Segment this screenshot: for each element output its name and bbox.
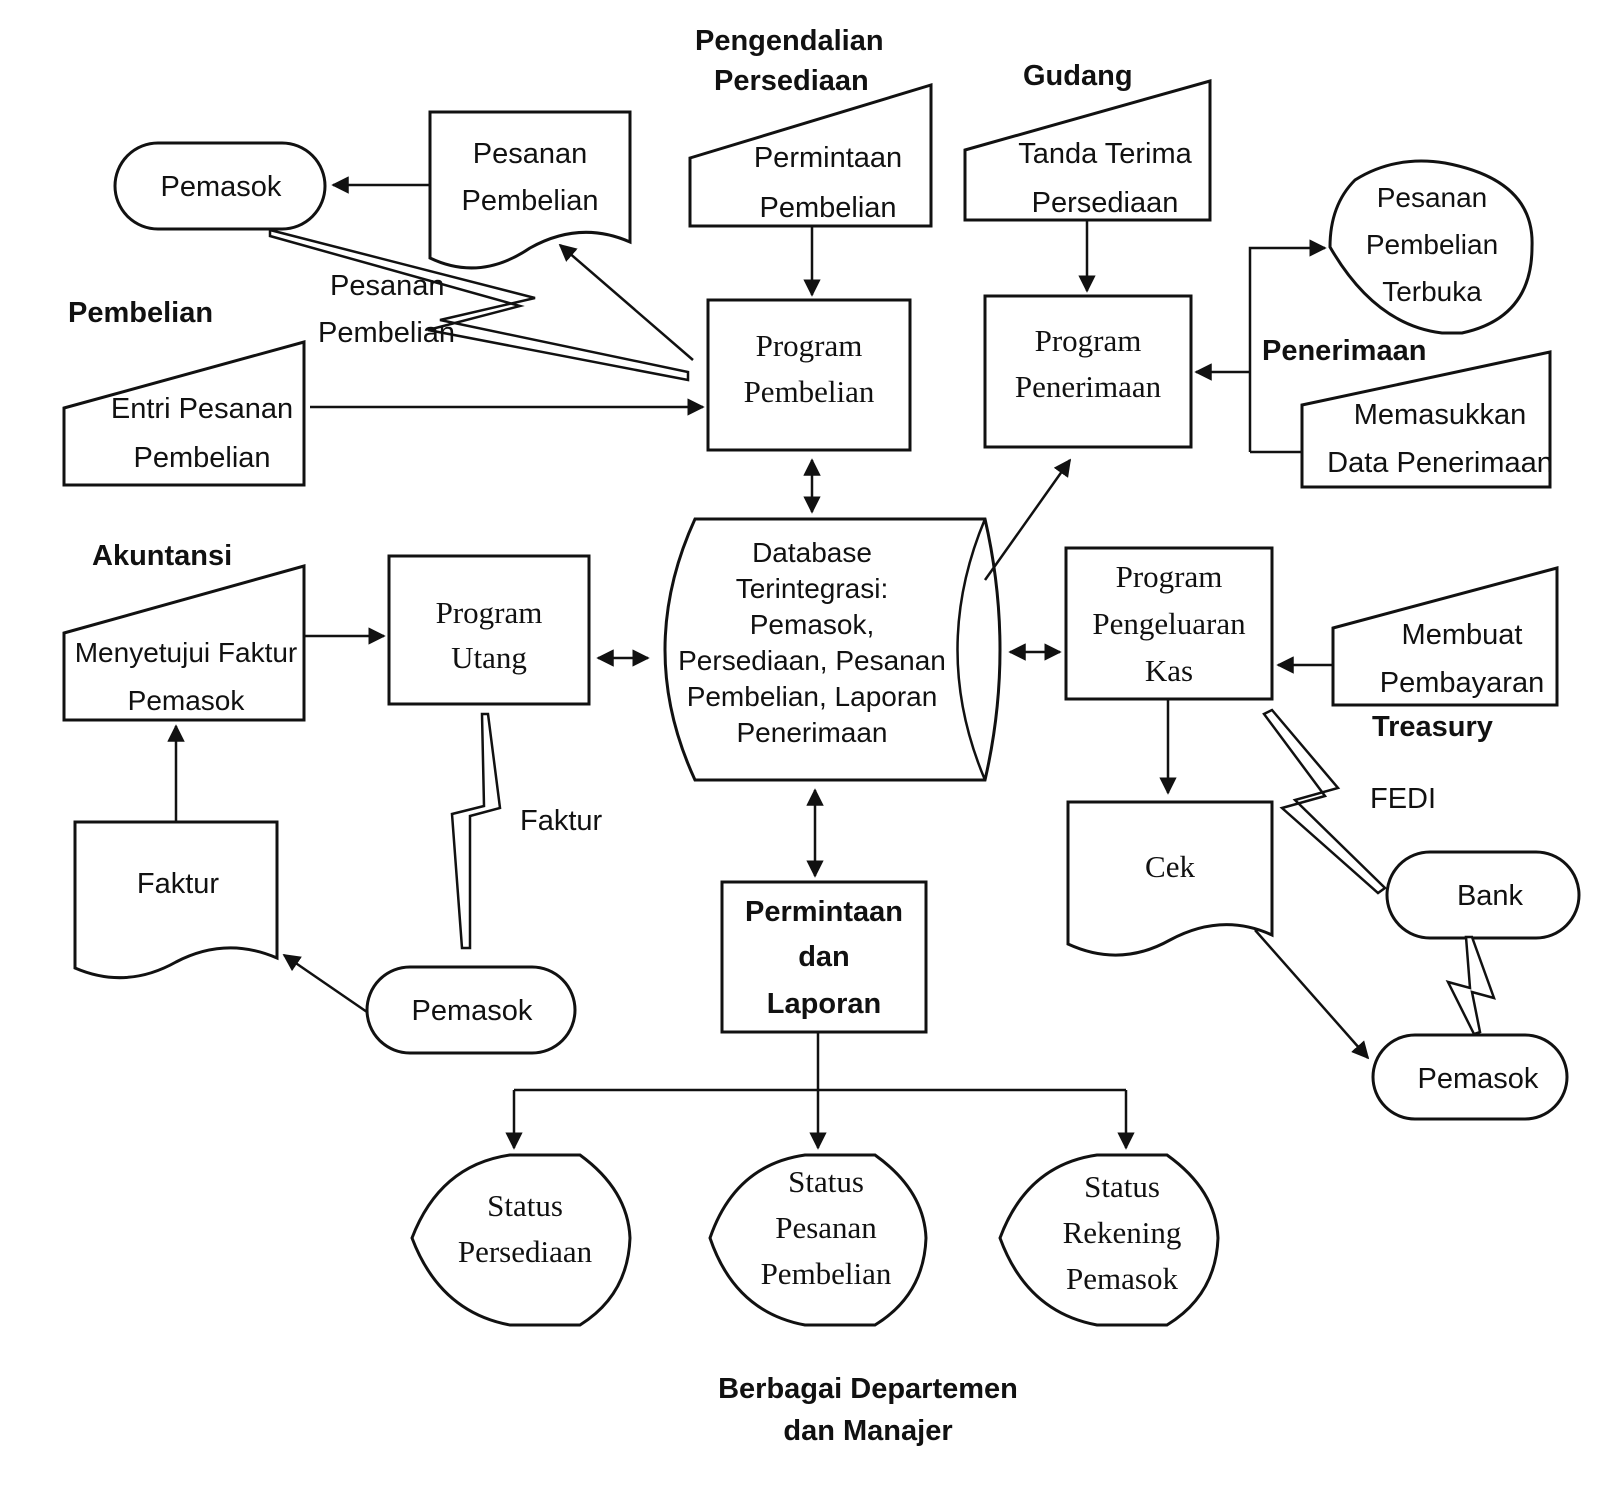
svg-text:Pembelian: Pembelian: [744, 374, 875, 409]
svg-text:Cek: Cek: [1145, 849, 1195, 884]
svg-text:Pembelian: Pembelian: [461, 185, 598, 217]
svg-text:Program: Program: [1116, 559, 1223, 594]
terminator-pemasok-left: Pemasok: [365, 965, 577, 1055]
input-permintaan-pembelian: Permintaan Pembelian: [688, 82, 933, 228]
dept-label-treasury: Treasury: [1372, 711, 1493, 743]
svg-text:Data Penerimaan: Data Penerimaan: [1327, 447, 1553, 479]
svg-text:Persediaan: Persediaan: [1032, 187, 1179, 219]
flow-label-fedi: FEDI: [1370, 783, 1436, 815]
svg-text:Pesanan: Pesanan: [1377, 182, 1488, 213]
flow-label-pesanan: Pesanan: [330, 270, 445, 302]
input-tanda-terima: Tanda Terima Persediaan: [963, 79, 1212, 222]
lightning-bank-pemasok: [1445, 935, 1496, 1036]
svg-text:Membuat: Membuat: [1402, 619, 1523, 651]
arrow-penerimaan-bracket-to-pesanan-terbuka: [1248, 239, 1327, 452]
svg-text:Terintegrasi:: Terintegrasi:: [736, 573, 889, 604]
process-program-pembelian: Program Pembelian: [706, 298, 912, 452]
flow-label-pembelian: Pembelian: [318, 317, 455, 349]
dept-label-pembelian: Pembelian: [68, 297, 213, 329]
display-status-persediaan: Status Persediaan: [410, 1153, 632, 1327]
document-cek: Cek: [1066, 800, 1274, 957]
dept-label-akuntansi: Akuntansi: [92, 540, 232, 572]
svg-text:Persediaan: Persediaan: [458, 1234, 593, 1269]
terminator-pemasok-top: Pemasok: [113, 141, 327, 231]
svg-text:Pembelian, Laporan: Pembelian, Laporan: [687, 681, 938, 712]
arrow-pembelian-to-pesanan-doc: [558, 243, 694, 361]
svg-text:Pemasok: Pemasok: [1418, 1063, 1539, 1095]
svg-text:Pembelian: Pembelian: [133, 442, 270, 474]
svg-text:Utang: Utang: [451, 640, 527, 675]
svg-text:Status: Status: [487, 1188, 563, 1223]
lightning-pesanan-pembelian: [268, 228, 690, 382]
svg-text:Rekening: Rekening: [1063, 1215, 1182, 1250]
dept-label-gudang: Gudang: [1023, 60, 1133, 92]
document-faktur: Faktur: [73, 820, 279, 980]
svg-text:Pembayaran: Pembayaran: [1380, 667, 1544, 699]
process-program-utang: Program Utang: [387, 554, 591, 706]
terminator-bank: Bank: [1385, 850, 1581, 940]
svg-text:Entri Pesanan: Entri Pesanan: [111, 393, 293, 425]
svg-text:Pemasok: Pemasok: [412, 995, 533, 1027]
svg-text:Program: Program: [1035, 323, 1142, 358]
dept-label-penerimaan: Penerimaan: [1262, 335, 1426, 367]
svg-text:Faktur: Faktur: [137, 868, 220, 900]
svg-text:Pembelian: Pembelian: [1366, 229, 1498, 260]
svg-text:dan: dan: [798, 941, 850, 973]
svg-text:Pemasok: Pemasok: [161, 171, 282, 203]
dept-label-berbagai-line1: Berbagai Departemen: [718, 1373, 1018, 1405]
dept-label-pengendalian-line1: Pengendalian: [695, 25, 884, 57]
svg-text:Program: Program: [436, 595, 543, 630]
svg-text:Pengeluaran: Pengeluaran: [1092, 606, 1246, 641]
svg-text:Program: Program: [756, 328, 863, 363]
svg-text:Kas: Kas: [1145, 653, 1193, 688]
process-program-pengeluaran-kas: Program Pengeluaran Kas: [1064, 546, 1274, 701]
process-permintaan-laporan: Permintaan dan Laporan: [720, 880, 928, 1034]
svg-text:Penerimaan: Penerimaan: [1015, 369, 1162, 404]
dept-label-pengendalian-line2: Persediaan: [714, 65, 869, 97]
arrow-pemasok-to-faktur: [282, 953, 368, 1014]
svg-text:Bank: Bank: [1457, 880, 1524, 912]
svg-text:Laporan: Laporan: [767, 988, 881, 1020]
input-membuat-pembayaran: Membuat Pembayaran: [1331, 566, 1559, 707]
input-memasukkan-data: Memasukkan Data Penerimaan: [1300, 350, 1553, 489]
terminator-pemasok-right: Pemasok: [1371, 1033, 1569, 1121]
svg-text:Permintaan: Permintaan: [745, 896, 903, 928]
svg-text:Persediaan, Pesanan: Persediaan, Pesanan: [678, 645, 946, 676]
svg-text:Permintaan: Permintaan: [754, 142, 902, 174]
svg-text:Database: Database: [752, 537, 872, 568]
svg-text:Pesanan: Pesanan: [775, 1210, 877, 1245]
arrow-cek-to-pemasok: [1254, 929, 1370, 1060]
lightning-fedi: [1262, 708, 1387, 895]
lightning-faktur: [450, 712, 502, 950]
svg-text:Penerimaan: Penerimaan: [737, 717, 888, 748]
svg-text:Memasukkan: Memasukkan: [1354, 399, 1526, 431]
svg-text:Pemasok,: Pemasok,: [750, 609, 875, 640]
svg-text:Status: Status: [1084, 1169, 1160, 1204]
document-pesanan-pembelian: Pesanan Pembelian: [428, 110, 632, 270]
display-status-pesanan: Status Pesanan Pembelian: [708, 1153, 928, 1327]
svg-text:Pembelian: Pembelian: [761, 1256, 892, 1291]
flow-label-faktur: Faktur: [520, 805, 603, 837]
arrow-database-to-program-penerimaan: [983, 458, 1072, 581]
display-pesanan-terbuka: Pesanan Pembelian Terbuka: [1328, 159, 1534, 335]
dept-label-berbagai-line2: dan Manajer: [783, 1415, 952, 1447]
svg-text:Pemasok: Pemasok: [128, 685, 246, 716]
input-entri-pesanan: Entri Pesanan Pembelian: [62, 340, 306, 487]
svg-text:Status: Status: [788, 1164, 864, 1199]
svg-text:Pembelian: Pembelian: [759, 192, 896, 224]
svg-text:Tanda Terima: Tanda Terima: [1018, 138, 1192, 170]
process-program-penerimaan: Program Penerimaan: [983, 294, 1193, 449]
input-menyetujui-faktur: Menyetujui Faktur Pemasok: [62, 564, 306, 722]
database-terintegrasi: Database Terintegrasi: Pemasok, Persedia…: [663, 517, 1002, 782]
svg-text:Pemasok: Pemasok: [1066, 1261, 1178, 1296]
svg-text:Menyetujui Faktur: Menyetujui Faktur: [75, 637, 298, 668]
svg-text:Terbuka: Terbuka: [1382, 276, 1482, 307]
svg-text:Pesanan: Pesanan: [473, 138, 588, 170]
display-status-rekening: Status Rekening Pemasok: [998, 1153, 1220, 1327]
